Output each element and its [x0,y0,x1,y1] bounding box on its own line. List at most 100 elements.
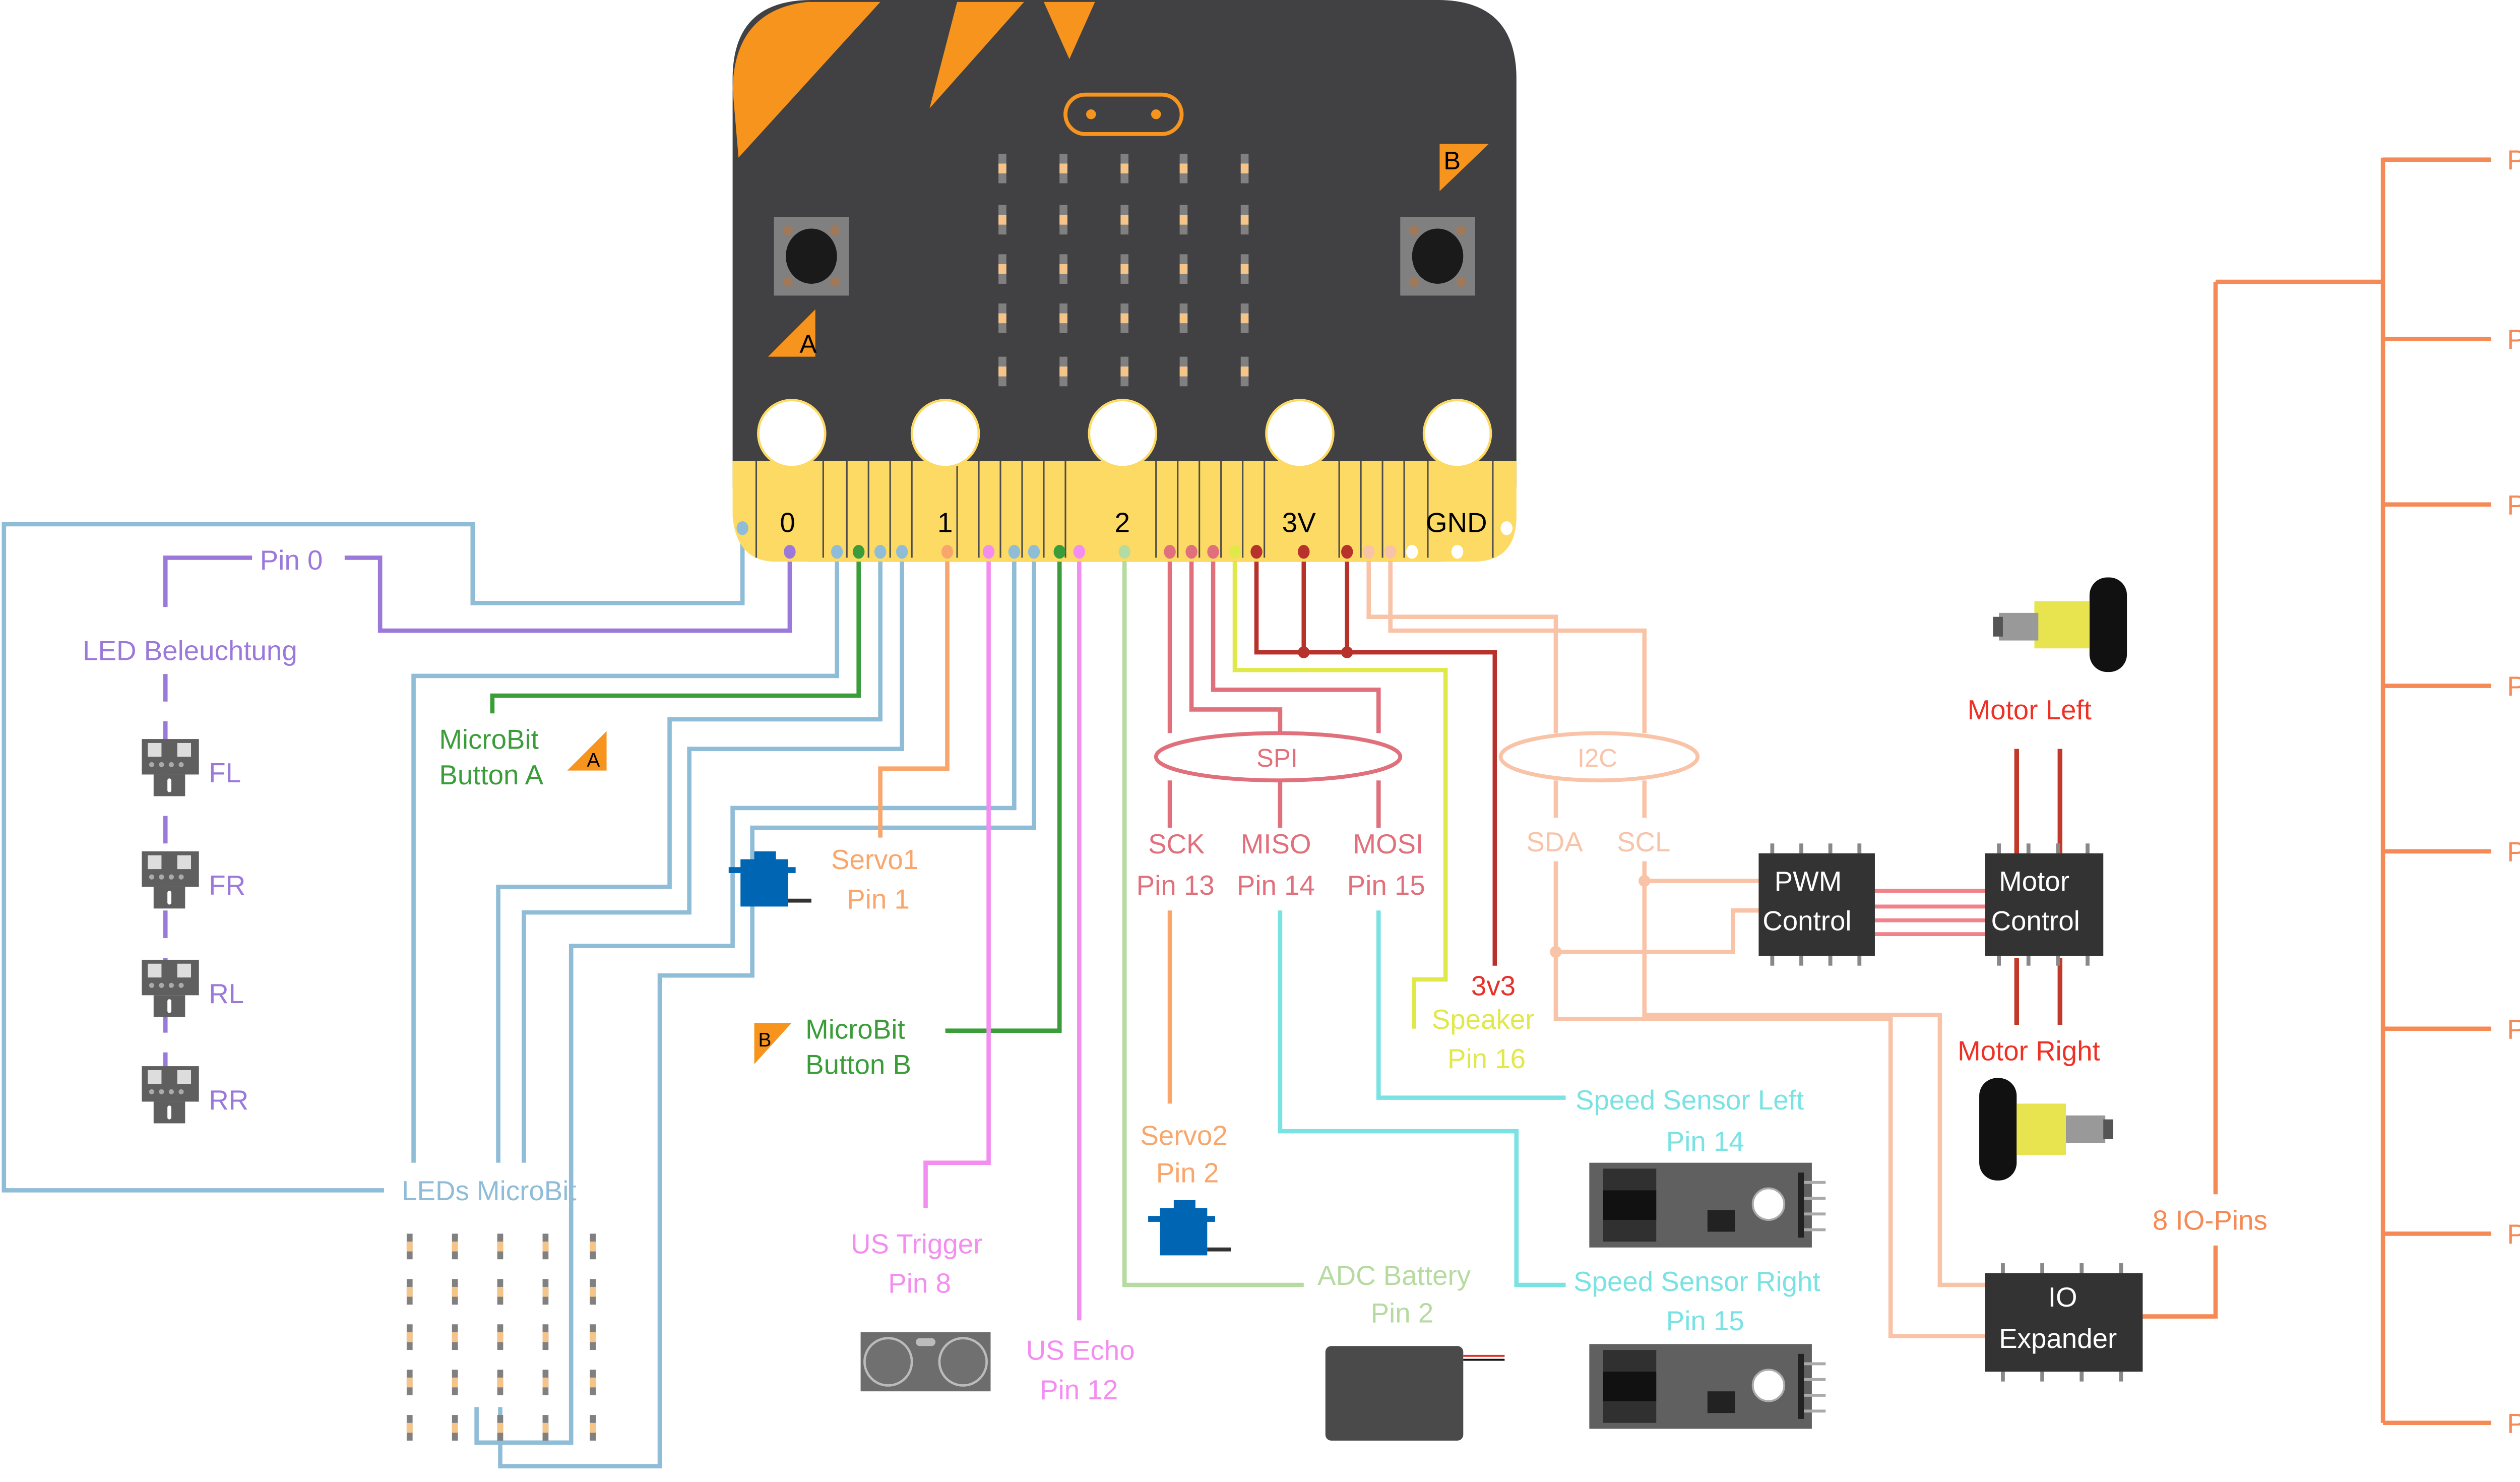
board-led [1240,205,1249,235]
junction-scl [1639,875,1651,887]
pwm-label-2: Control [1762,905,1851,936]
pin-dot [1250,544,1263,559]
pin-dot [1073,544,1086,559]
button-b-icon-label: B [758,1029,771,1051]
edge-pad[interactable] [1265,399,1335,468]
external-led [497,1370,503,1395]
mc-label-1: Motor [1999,866,2069,897]
board-led [998,303,1006,333]
io-label-1: IO [2048,1281,2077,1313]
io-pin-label: Pin 0 [2507,144,2520,175]
board-led [1179,153,1188,183]
board-led [1059,153,1067,183]
io-output-7: Pin 7Digital OutputEOUT7 [2383,1407,2520,1439]
pin-dot [1053,544,1065,559]
external-led [590,1279,596,1305]
io-pin-label: Pin 2 [2507,489,2520,520]
i2c-label: I2C [1578,744,1617,772]
board-led [1240,254,1249,284]
mosi-label: MOSI [1353,828,1423,859]
us-echo-label-2: Pin 12 [1040,1374,1118,1405]
external-led [542,1415,549,1441]
button-b-badge [1439,144,1489,192]
led-group-label: LED Beleuchtung [83,635,297,666]
wire-speed-left [1376,910,1566,1100]
io-output-6: Pin 6Obstacle Detection Sensor Right [2383,1218,2520,1250]
pin-dot [1406,544,1418,559]
servo1-icon [728,851,811,907]
board-led [1059,254,1067,284]
board-led-matrix [998,153,1249,387]
board-led [1120,356,1129,387]
edge-pad[interactable] [1422,399,1492,468]
led-module-fl [142,739,199,796]
board-led [1120,205,1129,235]
motor-right-label: Motor Right [1958,1035,2100,1066]
pin-dot [736,521,748,535]
motor-right-icon [1979,1078,2113,1181]
servo1-label-2: Pin 1 [847,883,910,914]
pin-connection-dots [736,521,1513,559]
button-a-text-2: Button A [439,759,543,790]
io-output-3: Pin 3Line Tracking Middle [2383,670,2520,702]
speaker-label-2: Pin 16 [1447,1043,1526,1074]
button-b[interactable] [1400,217,1475,296]
board-led [998,153,1006,183]
button-a[interactable] [774,217,849,296]
servo2-label-1: Servo2 [1140,1120,1227,1151]
board-led [1120,303,1129,333]
edge-pad[interactable] [910,399,980,468]
edge-pad[interactable] [1088,399,1158,468]
sda-label: SDA [1526,826,1583,857]
wire-pin0-led [344,551,792,633]
pin-dot [1118,544,1130,559]
led-module-label: FR [209,870,245,901]
external-led [497,1233,503,1260]
io-pin-label: Pin 7 [2507,1407,2520,1439]
edge-pad[interactable] [757,399,827,468]
pin-dot [831,544,843,559]
wire-servo1 [878,551,950,838]
adc-label-2: Pin 2 [1371,1297,1434,1328]
external-led [406,1324,413,1350]
speed-left-label-2: Pin 14 [1666,1126,1744,1157]
external-led [590,1370,596,1395]
wire-led-2 [496,551,883,1163]
pin-dot [1229,544,1241,559]
wire-pwm-motor-bus [1874,889,1985,937]
io-pin-label: Pin 3 [2507,670,2520,702]
speaker-label-1: Speaker [1432,1004,1535,1035]
led-module-fr [142,851,199,909]
button-a-icon-label: A [587,750,600,771]
external-led [406,1415,413,1441]
wire-scl-main [1642,861,1989,1287]
led-module-label: RL [209,978,244,1009]
servo1-label-1: Servo1 [831,844,918,875]
pin-dot [1363,544,1375,559]
junction-3v-a [1298,646,1310,658]
external-led [542,1370,549,1395]
pin-label-gnd: GND [1426,507,1487,538]
io-expander-chip [1985,1263,2143,1382]
battery-icon [1325,1346,1505,1441]
board-led [1240,303,1249,333]
button-a-text-1: MicroBit [439,724,539,755]
external-led [452,1370,458,1395]
io-pins-label: 8 IO-Pins [2153,1205,2267,1236]
edge-pin-lines [755,461,1494,558]
external-led [406,1233,413,1260]
external-led [497,1324,503,1350]
microbit-logo [1063,92,1184,136]
external-led [590,1415,596,1441]
scl-label: SCL [1617,826,1670,857]
pin-dot [1207,544,1219,559]
adc-label-1: ADC Battery [1317,1260,1471,1291]
button-b-label: B [1443,146,1461,175]
io-output-list: Pin 0Digital OutputEOUT0Pin 1Digital Out… [2383,144,2520,1439]
speed-right-label-2: Pin 15 [1666,1305,1744,1336]
external-led [497,1279,503,1305]
io-output-4: Pin 4Line Tracking Right [2383,836,2520,867]
external-led [542,1324,549,1350]
led-module-label: RR [209,1084,248,1116]
